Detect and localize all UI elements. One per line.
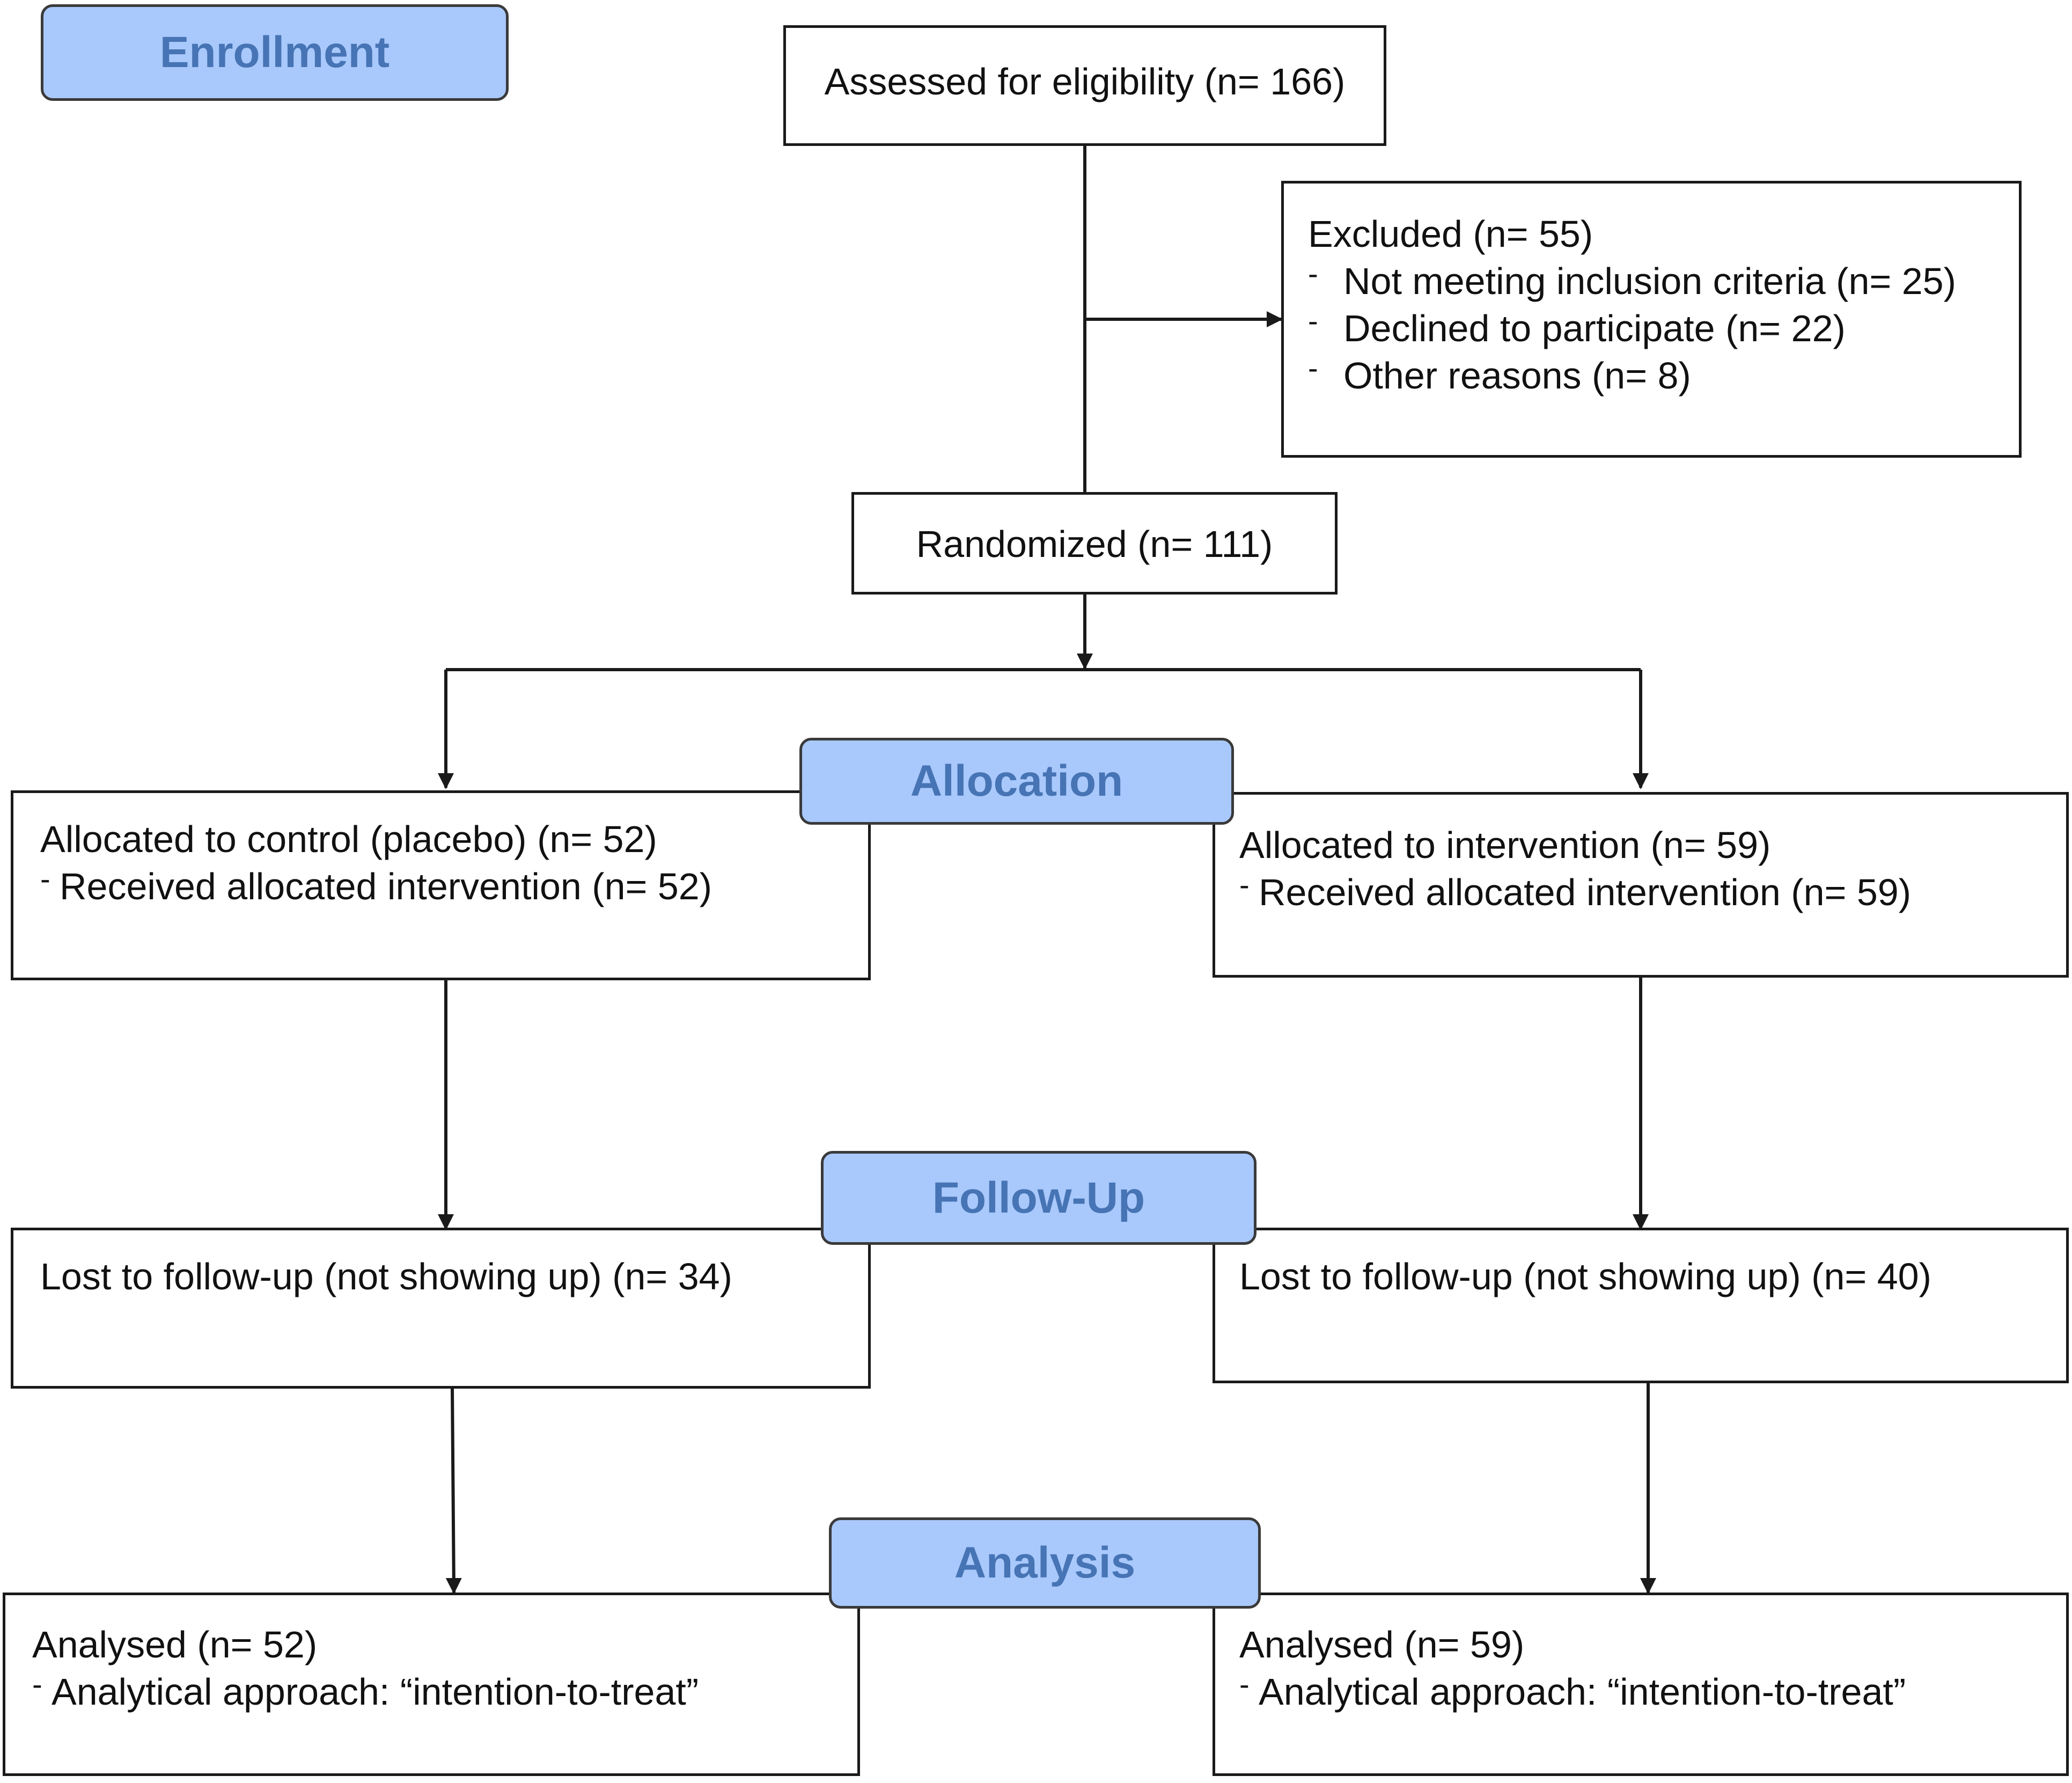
randomized-text: Randomized (n= 111) [916, 523, 1273, 565]
excluded-item: -Other reasons (n= 8) [1308, 351, 1691, 397]
excluded-title: Excluded (n= 55) [1308, 213, 1593, 255]
control-allocation-title: Allocated to control (placebo) (n= 52) [40, 818, 657, 860]
intervention-allocation-box: Allocated to intervention (n= 59) -Recei… [1213, 792, 2069, 978]
intervention-analysis-box: Analysed (n= 59) -Analytical approach: “… [1213, 1593, 2069, 1776]
phase-label-allocation: Allocation [799, 738, 1234, 825]
intervention-followup-text: Lost to follow-up (not showing up) (n= 4… [1239, 1256, 1931, 1297]
intervention-allocation-title: Allocated to intervention (n= 59) [1239, 824, 1771, 866]
excluded-item: -Not meeting inclusion criteria (n= 25) [1308, 256, 1956, 302]
intervention-allocation-item: -Received allocated intervention (n= 59) [1239, 868, 1912, 913]
intervention-analysis-title: Analysed (n= 59) [1239, 1624, 1525, 1665]
phase-label-enrollment: Enrollment [41, 4, 509, 101]
phase-label-analysis: Analysis [829, 1517, 1261, 1609]
intervention-analysis-item: -Analytical approach: “intention-to-trea… [1239, 1667, 1906, 1713]
excluded-box: Excluded (n= 55) -Not meeting inclusion … [1281, 181, 2022, 458]
control-followup-box: Lost to follow-up (not showing up) (n= 3… [11, 1228, 871, 1389]
assessed-text: Assessed for eligibility (n= 166) [824, 61, 1346, 102]
control-analysis-box: Analysed (n= 52) -Analytical approach: “… [3, 1593, 860, 1776]
randomized-box: Randomized (n= 111) [851, 492, 1338, 595]
control-followup-text: Lost to follow-up (not showing up) (n= 3… [40, 1256, 732, 1297]
intervention-followup-box: Lost to follow-up (not showing up) (n= 4… [1213, 1228, 2069, 1383]
control-analysis-item: -Analytical approach: “intention-to-trea… [32, 1667, 699, 1713]
control-allocation-box: Allocated to control (placebo) (n= 52) -… [11, 790, 871, 980]
control-analysis-title: Analysed (n= 52) [32, 1624, 318, 1665]
control-allocation-item: -Received allocated intervention (n= 52) [40, 862, 712, 907]
assessed-for-eligibility-box: Assessed for eligibility (n= 166) [783, 25, 1386, 146]
arrow-control-followup-to-analysis [445, 1388, 462, 1594]
phase-label-follow-up: Follow-Up [821, 1151, 1257, 1245]
excluded-item: -Declined to participate (n= 22) [1308, 304, 1846, 349]
